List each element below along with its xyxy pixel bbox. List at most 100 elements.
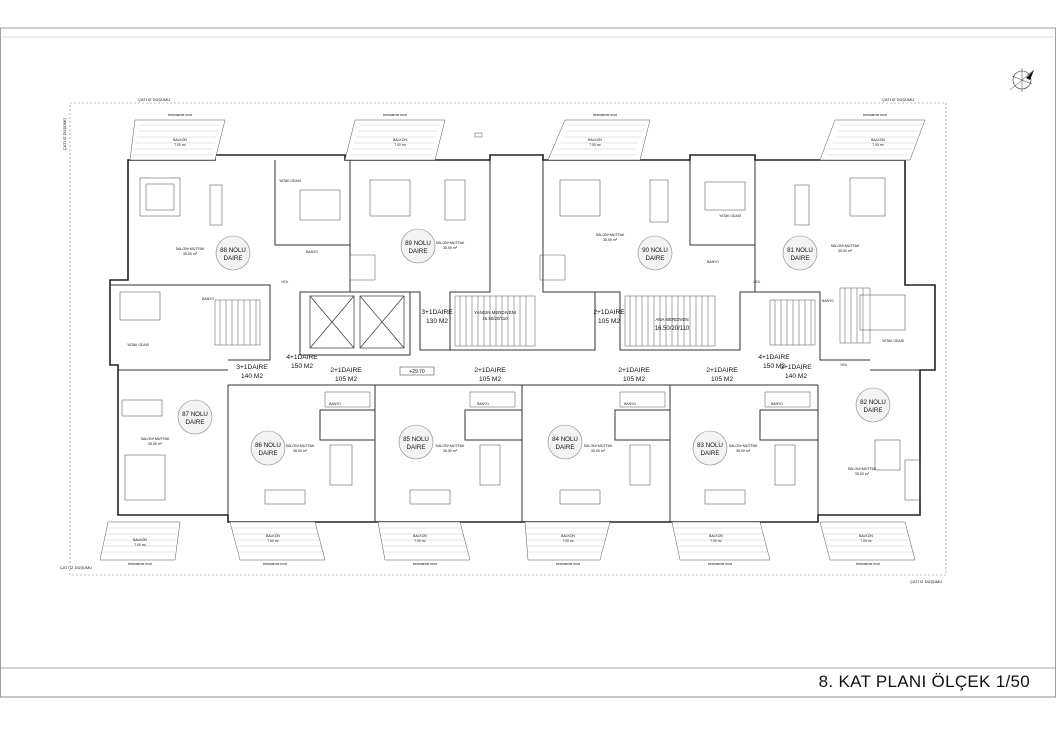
level-marker-box	[399, 366, 435, 376]
apartment-81-suffix: DAIRE	[791, 255, 810, 262]
balcony-label-82: BALKON	[859, 534, 873, 538]
unit-area-9: 150 M2	[763, 363, 785, 370]
salon-area-81: 35.00 m²	[838, 249, 853, 253]
balcony-area-87: 7.00 m²	[134, 543, 146, 547]
sheet-title: 8. KAT PLANI ÖLÇEK 1/50	[818, 672, 1030, 691]
unit-type-4: 3+1DAIRE	[236, 364, 268, 371]
apartment-86-suffix: DAIRE	[259, 450, 278, 457]
room-label-banyo-88: BANYO	[306, 250, 318, 254]
room-label-banyo-87: BANYO	[202, 297, 214, 301]
room-label-hol-left: HOL	[282, 280, 289, 284]
roof-label-bottom-right: ÇATI IZ DÜŞÜMÜ	[910, 579, 942, 584]
unit-area-8: 105 M2	[711, 376, 733, 383]
salon-label-89: SALON+MUTFAK	[436, 241, 465, 245]
balcony-area-83: 7.00 m²	[710, 539, 722, 543]
balcony-area-89: 7.00 m²	[394, 143, 406, 147]
salon-label-84: SALON+MUTFAK	[584, 444, 613, 448]
balcony-label-81: BALKON	[871, 138, 885, 142]
furniture	[119, 177, 921, 505]
salon-area-88: 35.00 m²	[183, 252, 198, 256]
apartment-90-number: 90 NOLU	[642, 247, 668, 254]
bottom-balcony-hatch	[102, 527, 914, 553]
apartment-87-number: 87 NOLU	[182, 411, 208, 418]
balcony-area-84: 7.00 m²	[562, 539, 574, 543]
main-stair-label: ANA MERDIVEN	[655, 317, 688, 322]
apartment-labels: 88 NOLU DAIRE 89 NOLU DAIRE 90 NOLU DAIR…	[182, 240, 886, 457]
unit-area-4: 140 M2	[241, 373, 263, 380]
railing-label-top-2: betonarme mod	[383, 113, 407, 117]
unit-type-labels: 3+1DAIRE 130 M2 2+1DAIRE 105 M2 4+1DAIRE…	[236, 309, 812, 383]
salon-area-84: 35.00 m²	[591, 449, 606, 453]
railing-label-top-3: betonarme mod	[593, 113, 617, 117]
apartment-81-number: 81 NOLU	[787, 247, 813, 254]
balcony-label-89: BALKON	[393, 138, 407, 142]
balcony-label-85: BALKON	[413, 534, 427, 538]
unit-area-7: 105 M2	[623, 376, 645, 383]
room-label-banyo-81: BANYO	[707, 260, 719, 264]
room-label-banyo-82: BANYO	[822, 299, 834, 303]
room-label-banyo-83: BANYO	[771, 402, 783, 406]
apartment-90-suffix: DAIRE	[646, 255, 665, 262]
unit-area-5: 105 M2	[335, 376, 357, 383]
roof-label-left: ÇATI IZ DÜŞÜMÜ	[62, 118, 67, 150]
railing-label-top-4: betonarme mod	[863, 113, 887, 117]
salon-label-88: SALON+MUTFAK	[176, 247, 205, 251]
unit-type-8: 2+1DAIRE	[706, 367, 738, 374]
salon-area-89: 35.00 m²	[443, 246, 458, 250]
room-label-banyo-85: BANYO	[477, 402, 489, 406]
main-stair-dim: 16.50/20/110	[655, 326, 690, 332]
balcony-area-82: 7.00 m²	[860, 539, 872, 543]
apartment-83-suffix: DAIRE	[701, 450, 720, 457]
unit-type-10: 3+1DAIRE	[780, 364, 812, 371]
stairs	[214, 254, 871, 408]
room-label-yatak-82: YATAK ODASI	[882, 339, 904, 343]
balcony-label-86: BALKON	[266, 534, 280, 538]
salon-label-82: SALON+MUTFAK	[848, 467, 877, 471]
room-label-hol-82: HOL	[841, 363, 848, 367]
salon-label-81: SALON+MUTFAK	[831, 244, 860, 248]
unit-type-2: 2+1DAIRE	[593, 309, 625, 316]
roof-label-top-left: ÇATI IZ DÜŞÜMÜ	[138, 97, 170, 102]
salon-area-83: 35.00 m²	[736, 449, 751, 453]
balcony-label-84: BALKON	[561, 534, 575, 538]
north-arrow-icon	[1009, 68, 1035, 92]
railing-label-bottom-3: betonarme mod	[413, 562, 437, 566]
balcony-area-90: 7.00 m²	[589, 143, 601, 147]
balcony-label-88: BALKON	[173, 138, 187, 142]
room-label-banyo-86: BANYO	[329, 402, 341, 406]
room-label-yatak-87: YATAK ODASI	[127, 343, 149, 347]
railing-label-bottom-2: betonarme mod	[263, 562, 287, 566]
roof-trace-outline	[69, 102, 947, 576]
balcony-label-87: BALKON	[133, 538, 147, 542]
room-labels: YATAK ODASI YATAK ODASI YATAK ODASI YATA…	[127, 113, 904, 566]
apartment-83-number: 83 NOLU	[697, 442, 723, 449]
bottom-balconies	[99, 521, 916, 561]
railing-label-bottom-1: betonarme mod	[128, 562, 152, 566]
room-label-yatak-88: YATAK ODASI	[279, 179, 301, 183]
railing-label-bottom-4: betonarme mod	[556, 562, 580, 566]
salon-area-86: 35.00 m²	[293, 449, 308, 453]
apartment-86-number: 86 NOLU	[255, 442, 281, 449]
balcony-area-81: 7.00 m²	[872, 143, 884, 147]
apartment-84-suffix: DAIRE	[556, 444, 575, 451]
railing-label-bottom-6: betonarme mod	[856, 562, 880, 566]
balcony-area-86: 7.00 m²	[267, 539, 279, 543]
unit-area-10: 140 M2	[785, 373, 807, 380]
apartment-88-number: 88 NOLU	[220, 247, 246, 254]
interior-walls	[110, 160, 920, 522]
level-marker: +29.70	[409, 369, 425, 375]
apartment-markers	[177, 228, 891, 466]
apartment-85-number: 85 NOLU	[403, 436, 429, 443]
balcony-area-88: 7.00 m²	[174, 143, 186, 147]
salon-label-87: SALON+MUTFAK	[141, 437, 170, 441]
apartment-82-suffix: DAIRE	[864, 407, 883, 414]
room-label-hol-right: HOL	[754, 280, 761, 284]
unit-type-1: 3+1DAIRE	[421, 309, 453, 316]
unit-area-2: 105 M2	[598, 318, 620, 325]
room-label-yatak-81: YATAK ODASI	[719, 214, 741, 218]
apartment-87-suffix: DAIRE	[186, 419, 205, 426]
salon-label-86: SALON+MUTFAK	[286, 444, 315, 448]
fire-stair-dim: 16.50/20/110	[482, 316, 508, 321]
salon-labels: SALON+MUTFAK 35.00 m² SALON+MUTFAK 35.00…	[141, 233, 877, 476]
stair-labels: YANGIN MERDIVENI 16.50/20/110 ANA MERDIV…	[474, 310, 690, 332]
